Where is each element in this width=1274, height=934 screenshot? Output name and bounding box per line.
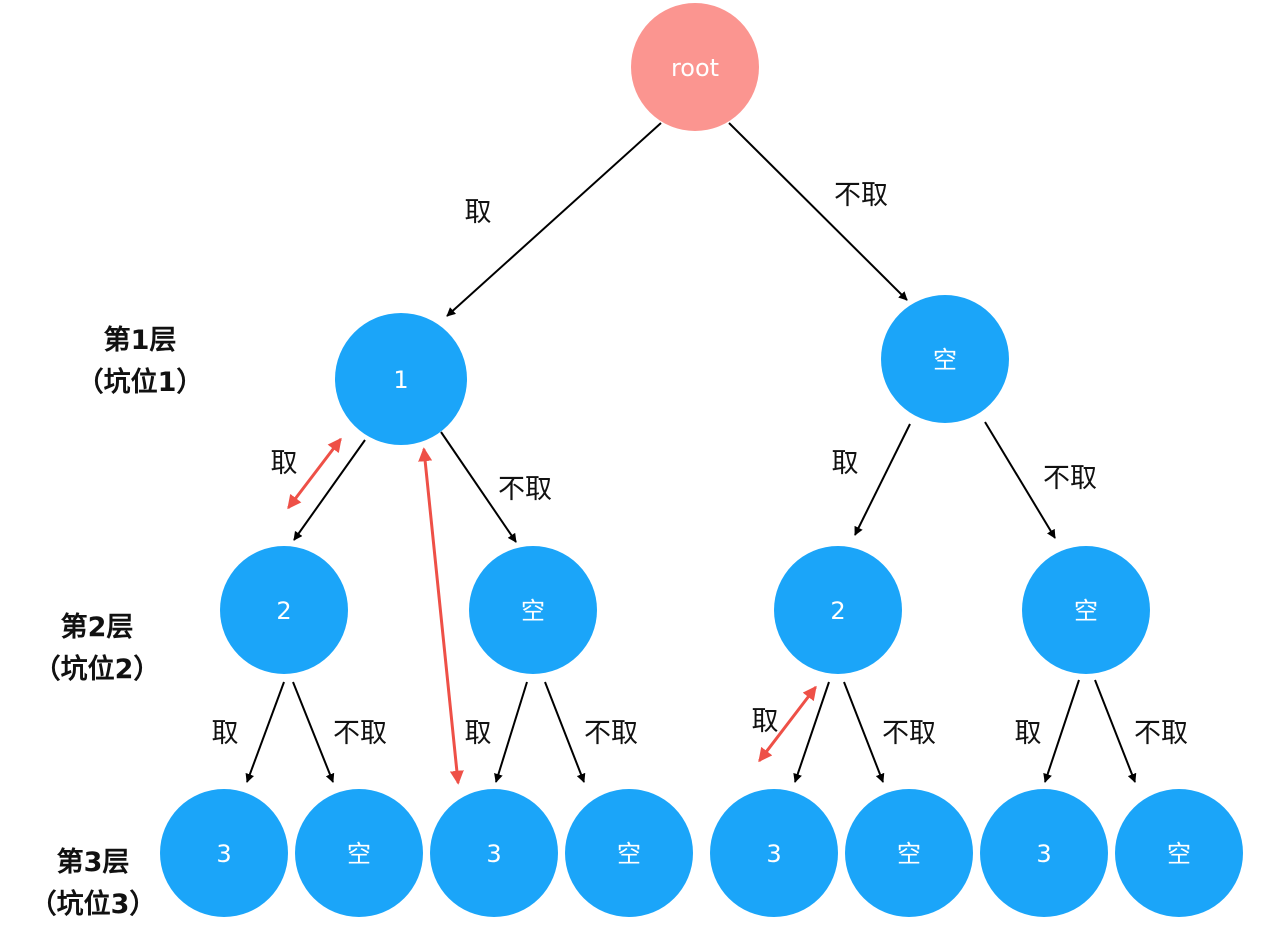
edge-empty-to-empty	[984, 421, 1056, 539]
node-3a: 3	[160, 789, 288, 917]
node-3b: 3	[430, 789, 558, 917]
highlight-arrow-long	[418, 447, 464, 785]
edge-root-to-empty	[728, 122, 908, 301]
node-2a: 2	[220, 546, 348, 674]
node-3b-label: 3	[486, 840, 501, 868]
highlight-arrows	[287, 437, 817, 785]
level-labels: 第1层 （坑位1） 第2层 （坑位2） 第3层 （坑位3）	[30, 324, 204, 920]
edge-label-empty2a-not-take: 不取	[584, 718, 638, 749]
edge-label-empty1-take: 取	[832, 448, 859, 479]
level-1-subtitle: （坑位1）	[77, 366, 204, 398]
node-empty-3b-circle	[565, 789, 693, 917]
node-empty-2a: 空	[469, 546, 597, 674]
edge-label-2a-not-take: 不取	[333, 718, 387, 749]
edge-empty2b-to-empty3d	[1094, 679, 1137, 783]
edge-2a-to-empty3a	[292, 681, 335, 783]
edge-2b-to-3c	[793, 681, 830, 783]
edge-label-empty1-not-take: 不取	[1043, 463, 1097, 494]
node-empty-1: 空	[881, 295, 1009, 423]
node-1-label: 1	[393, 366, 408, 394]
node-3a-circle	[160, 789, 288, 917]
node-empty-1-circle	[881, 295, 1009, 423]
node-2b-circle	[774, 546, 902, 674]
edge-empty2a-to-empty3b	[544, 681, 586, 783]
node-empty-2b-circle	[1022, 546, 1150, 674]
node-empty-3c-circle	[845, 789, 973, 917]
level-2-title: 第2层	[61, 611, 134, 643]
node-3c-label: 3	[766, 840, 781, 868]
node-empty-3d: 空	[1115, 789, 1243, 917]
edge-label-empty2a-take: 取	[465, 718, 492, 749]
node-empty-3c: 空	[845, 789, 973, 917]
edge-empty2a-to-3b	[494, 681, 528, 783]
edge-2b-to-empty3c	[843, 681, 885, 783]
level-2-subtitle: （坑位2）	[34, 653, 161, 685]
edge-label-root-take: 取	[465, 197, 492, 228]
edge-label-empty2b-take: 取	[1015, 718, 1042, 749]
node-3c-circle	[710, 789, 838, 917]
node-3b-circle	[430, 789, 558, 917]
node-2b: 2	[774, 546, 902, 674]
edge-label-2b-take: 取	[752, 706, 779, 737]
node-3d-circle	[980, 789, 1108, 917]
edge-label-root-not-take: 不取	[834, 180, 888, 211]
node-empty-2b-label: 空	[1074, 597, 1098, 625]
node-empty-3a-circle	[295, 789, 423, 917]
node-3a-label: 3	[216, 840, 231, 868]
edge-label-2b-not-take: 不取	[882, 718, 936, 749]
node-empty-3d-label: 空	[1167, 840, 1191, 868]
node-3c: 3	[710, 789, 838, 917]
highlight-arrow-short-right	[758, 685, 817, 763]
node-2a-circle	[220, 546, 348, 674]
node-1-circle	[335, 313, 467, 445]
level-3-title: 第3层	[57, 846, 130, 878]
edge-labels: 取 不取 取 不取 取 不取 取 不取 取 不取 取 不取 取 不取	[212, 180, 1189, 749]
edge-empty2b-to-3d	[1043, 679, 1080, 783]
edge-label-1-not-take: 不取	[498, 474, 552, 505]
node-3d: 3	[980, 789, 1108, 917]
node-empty-3d-circle	[1115, 789, 1243, 917]
node-empty-3b-label: 空	[617, 840, 641, 868]
node-2a-label: 2	[276, 597, 291, 625]
level-1-title: 第1层	[104, 324, 177, 356]
node-root: root	[631, 3, 759, 131]
node-root-label: root	[671, 54, 719, 82]
edge-label-empty2b-not-take: 不取	[1134, 718, 1188, 749]
edges	[245, 122, 1137, 783]
node-root-circle	[631, 3, 759, 131]
edge-root-to-1	[446, 122, 662, 317]
highlight-arrow-short-left	[287, 437, 342, 510]
node-empty-3b: 空	[565, 789, 693, 917]
edge-empty-to-2	[854, 423, 911, 536]
node-empty-3a: 空	[295, 789, 423, 917]
node-empty-3a-label: 空	[347, 840, 371, 868]
edge-label-2a-take: 取	[212, 718, 239, 749]
node-empty-2a-circle	[469, 546, 597, 674]
node-empty-2a-label: 空	[521, 597, 545, 625]
node-empty-2b: 空	[1022, 546, 1150, 674]
level-3-subtitle: （坑位3）	[30, 888, 157, 920]
edge-label-1-take: 取	[271, 448, 298, 479]
node-empty-1-label: 空	[933, 346, 957, 374]
node-3d-label: 3	[1036, 840, 1051, 868]
node-2b-label: 2	[830, 597, 845, 625]
node-1: 1	[335, 313, 467, 445]
edge-2a-to-3a	[245, 681, 285, 783]
node-empty-3c-label: 空	[897, 840, 921, 868]
